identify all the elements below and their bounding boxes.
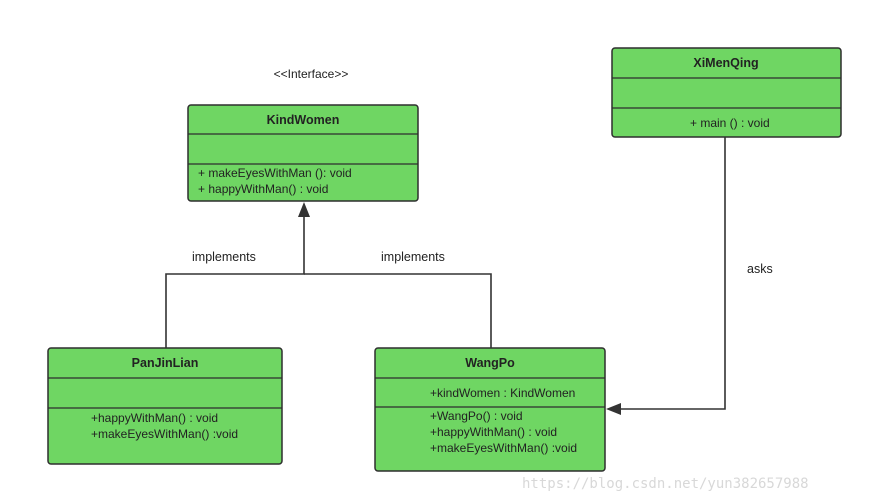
class-ximenqing[interactable]: XiMenQing + main () : void: [611, 47, 842, 138]
asks-connector: [606, 137, 726, 415]
class-wangpo-name: WangPo: [465, 356, 515, 370]
class-wangpo[interactable]: WangPo +kindWomen : KindWomen +WangPo() …: [374, 347, 606, 472]
implements-label-right: implements: [381, 250, 445, 264]
arrowhead-to-kindwomen: [298, 202, 310, 217]
class-ximenqing-method: + main () : void: [690, 116, 770, 130]
class-kindwomen-method: + happyWithMan() : void: [198, 182, 328, 196]
class-panjinlian-method: +makeEyesWithMan() :void: [91, 427, 238, 441]
class-kindwomen-method: + makeEyesWithMan (): void: [198, 166, 352, 180]
class-panjinlian[interactable]: PanJinLian +happyWithMan() : void +makeE…: [47, 347, 283, 465]
implements-line-panjinlian: [165, 216, 305, 348]
class-panjinlian-name: PanJinLian: [132, 356, 199, 370]
arrowhead-to-wangpo: [606, 403, 621, 415]
implements-label-left: implements: [192, 250, 256, 264]
class-ximenqing-name: XiMenQing: [693, 56, 758, 70]
asks-label: asks: [747, 262, 773, 276]
class-panjinlian-method: +happyWithMan() : void: [91, 411, 218, 425]
class-wangpo-method: +WangPo() : void: [430, 409, 523, 423]
class-ximenqing-box: [611, 47, 842, 138]
implements-connector: [165, 202, 492, 348]
class-wangpo-method: +makeEyesWithMan() :void: [430, 441, 577, 455]
watermark-text: https://blog.csdn.net/yun382657988: [522, 476, 809, 492]
implements-line-wangpo: [304, 273, 492, 348]
class-kindwomen-box: [187, 104, 419, 202]
class-kindwomen-name: KindWomen: [267, 113, 340, 127]
class-wangpo-box: [374, 347, 606, 472]
asks-line: [620, 137, 726, 410]
class-wangpo-method: +happyWithMan() : void: [430, 425, 557, 439]
class-wangpo-attribute: +kindWomen : KindWomen: [430, 386, 575, 400]
interface-stereotype-label: <<Interface>>: [274, 67, 349, 81]
class-panjinlian-box: [47, 347, 283, 465]
class-kindwomen[interactable]: KindWomen + makeEyesWithMan (): void + h…: [187, 104, 419, 202]
